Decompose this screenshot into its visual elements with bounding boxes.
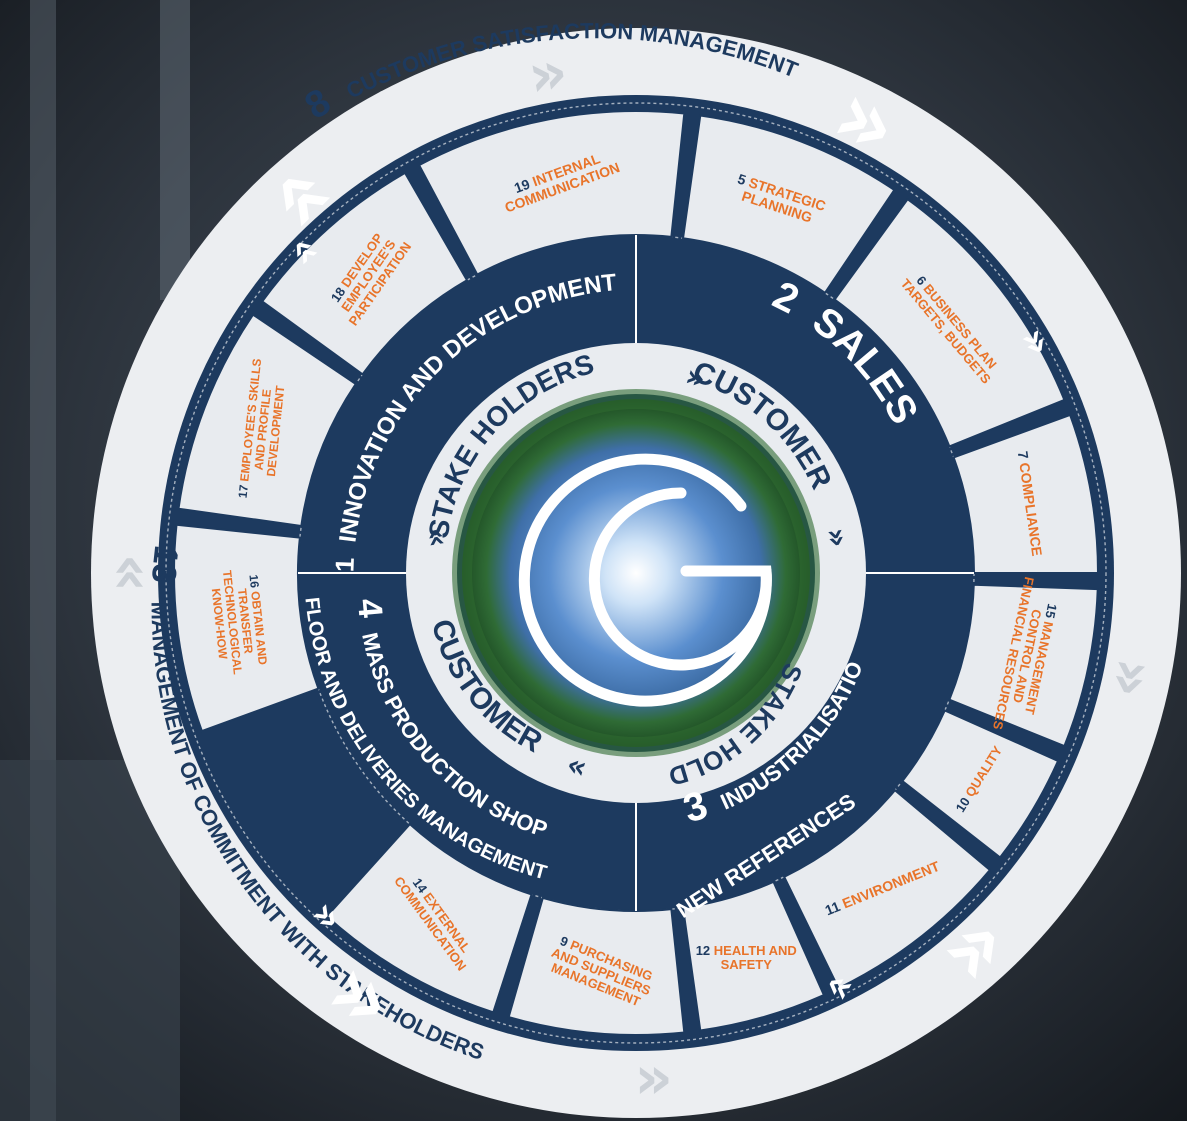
segment-box xyxy=(173,523,320,733)
bottom-faint-chevron-icon: » xyxy=(634,1043,673,1113)
segment-box xyxy=(260,171,469,376)
segment-box xyxy=(952,413,1100,574)
segment-box xyxy=(782,788,992,990)
process-segment-14: 14 EXTERNALCOMMUNICATION xyxy=(325,822,533,1014)
globe-tree-edge xyxy=(452,389,820,757)
process-segment-19: 19 INTERNALCOMMUNICATION xyxy=(417,110,686,276)
process-segment-15: 15 MANAGEMENTCONTROL ANDFINANCIAL RESOUR… xyxy=(948,575,1099,748)
process-segment-6: 6 BUSINESS PLANTARGETS, BUDGETS xyxy=(833,197,1066,448)
process-segment-17: 17 EMPLOYEE'S SKILLSAND PROFILEDEVELOPME… xyxy=(177,313,358,528)
segment-box xyxy=(681,880,826,1032)
segment-box xyxy=(507,896,686,1036)
left-faint-chevron-icon: » xyxy=(92,554,162,593)
process-segment-11: 11 ENVIRONMENT xyxy=(782,788,992,990)
process-segment-16: 16 OBTAIN ANDTRANSFERTECHNOLOGICALKNOW-H… xyxy=(173,523,320,733)
segment-box xyxy=(681,114,896,295)
process-segment-5: 5 STRATEGICPLANNING xyxy=(681,114,896,295)
segment-box xyxy=(948,583,1099,748)
segment-box xyxy=(833,197,1066,448)
company-logo xyxy=(518,453,772,707)
segment-box xyxy=(325,822,533,1014)
segment-box xyxy=(900,709,1060,859)
background-machine xyxy=(0,760,180,1121)
band-stitch-line xyxy=(165,102,1107,1044)
process-segment-9: 9 PURCHASINGAND SUPPLIERSMANAGEMENT xyxy=(507,896,686,1036)
segment-box xyxy=(417,110,686,276)
process-segment-7: 7 COMPLIANCE xyxy=(952,413,1100,574)
process-segment-10: 10 QUALITY xyxy=(900,709,1060,859)
segment-box xyxy=(177,313,358,528)
process-segment-18: 18 DEVELOPEMPLOYEE'SPARTICIPATION xyxy=(260,171,469,376)
background-pillar xyxy=(160,0,190,300)
